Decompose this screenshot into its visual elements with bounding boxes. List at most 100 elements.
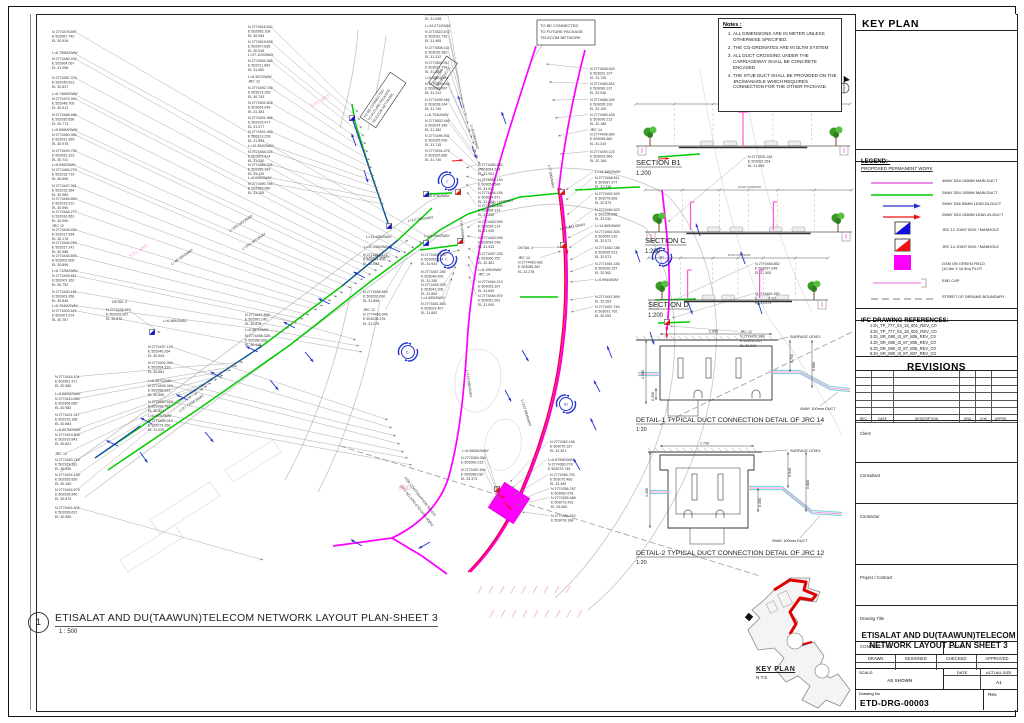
svg-text:L=8.607M2WAY: L=8.607M2WAY [55,428,81,432]
coord-label: DETAIL 1 [518,246,561,250]
svg-text:E 502926.957: E 502926.957 [106,313,128,317]
svg-text:E 502917.141: E 502917.141 [52,246,74,250]
svg-text:E 502903.956: E 502903.956 [52,295,74,299]
svg-text:EL 30.821: EL 30.821 [148,409,164,413]
svg-text:N 2774445.450: N 2774445.450 [52,228,77,232]
contractor-block: Contractor [856,504,1017,565]
svg-text:N 2774462.923: N 2774462.923 [148,400,173,404]
svg-text:E 503092.264: E 503092.264 [748,160,770,164]
svg-text:N 2774483.682: N 2774483.682 [478,163,503,167]
svg-text:N 2774418.101: N 2774418.101 [55,375,80,379]
svg-text:JRC 12: JRC 12 [248,80,260,84]
svg-text:N 2774491.966: N 2774491.966 [248,116,273,120]
svg-text:N 2774419.808: N 2774419.808 [55,433,80,437]
svg-text:EL 31.579: EL 31.579 [755,301,771,305]
svg-text:L=4.495/2WAY: L=4.495/2WAY [421,296,445,300]
svg-text:L=104.262/2WAY: L=104.262/2WAY [241,232,267,251]
coord-label: L=10.354/2WAY [248,144,377,183]
svg-text:L=35.561/2WAY: L=35.561/2WAY [559,222,586,231]
svg-text:JRC 14: JRC 14 [518,256,530,260]
svg-text:EL 30.896: EL 30.896 [52,263,68,267]
svg-text:EL 30.504: EL 30.504 [148,354,164,358]
legend-item: 2WAY D54 100MM MAIN DUCT [856,189,1017,200]
key-plan-title: KEY PLAN [862,18,919,30]
svg-text:E 502965.108: E 502965.108 [248,30,270,34]
svg-text:N 2774463.599: N 2774463.599 [478,220,503,224]
svg-text:E 503095.213: E 503095.213 [590,118,612,122]
svg-text:N 2774446.277: N 2774446.277 [52,210,77,214]
svg-text:EL 31.250: EL 31.250 [248,159,264,163]
svg-text:E 502907.162: E 502907.162 [52,279,74,283]
project-block: Project / Contract [856,565,1017,606]
coord-label: L=4.495/2WAY [421,271,455,300]
legend-item: 4WAY D54 100MM MAIN DUCT [856,177,1017,188]
svg-text:EL 33.450: EL 33.450 [550,482,566,486]
svg-text:EL 31.338: EL 31.338 [595,185,611,189]
coord-label: L=6.696M2WAY [52,128,378,272]
svg-text:EL 30.948: EL 30.948 [245,343,261,347]
svg-text:N 2774594.365: N 2774594.365 [248,59,273,63]
viewport-title: 1 ETISALAT AND DU(TAAWUN)TELECOM NETWORK… [28,612,438,635]
svg-text:EL 30.980: EL 30.980 [52,193,68,197]
svg-text:EL 31.465: EL 31.465 [425,39,441,43]
key-plan-area [856,31,1017,150]
svg-text:EL 31.383: EL 31.383 [248,110,264,114]
svg-text:EL 33.278: EL 33.278 [518,270,534,274]
svg-text:N 2774349.842: N 2774349.842 [551,514,576,518]
svg-text:E 503048.206: E 503048.206 [421,275,443,279]
svg-text:EL 30.752: EL 30.752 [52,283,68,287]
ifc-ref: 1.DI_TP_777_03_18_001_REV_C0 [870,323,937,328]
svg-text:EL 32.046: EL 32.046 [590,91,606,95]
svg-text:EL 30.661: EL 30.661 [148,370,164,374]
svg-text:E 502983.080: E 502983.080 [248,187,270,191]
svg-text:N 2774465.273: N 2774465.273 [52,168,77,172]
svg-text:EL 30.945: EL 30.945 [55,467,71,471]
svg-text:N 2774364.354: N 2774364.354 [461,456,486,460]
svg-text:ROAD CORRIDOR: ROAD CORRIDOR [728,253,750,257]
svg-text:N 2774436.815: N 2774436.815 [106,308,131,312]
svg-text:L=34.271/2WAY: L=34.271/2WAY [425,24,451,28]
svg-text:SURFACE LEVEL: SURFACE LEVEL [790,449,821,453]
svg-text:N 2774493.123: N 2774493.123 [590,150,615,154]
svg-text:EL 30.743: EL 30.743 [248,95,264,99]
coord-label: L=6.467/2WAY [148,379,397,437]
svg-text:E 503062.910: E 503062.910 [595,235,617,239]
svg-text:E 503076.626: E 503076.626 [595,197,617,201]
svg-text:STD_HAS: STD_HAS [128,243,149,259]
svg-text:N 2774491.963: N 2774491.963 [248,130,273,134]
svg-text:EL 31.640: EL 31.640 [478,289,494,293]
svg-text:EL 33.562: EL 33.562 [551,505,567,509]
jrc12-box-icon [866,221,938,235]
svg-text:E 502911.854: E 502911.854 [248,64,270,68]
svg-text:L=119.985/4WAY: L=119.985/4WAY [465,370,473,398]
svg-text:N 2774478.897: N 2774478.897 [52,30,77,34]
svg-text:L=14.169/2WAY: L=14.169/2WAY [595,170,621,174]
svg-text:E 502929.381: E 502929.381 [55,463,77,467]
svg-text:N 2774486.349: N 2774486.349 [590,98,615,102]
svg-text:L=15.578/2WAY: L=15.578/2WAY [424,194,450,198]
svg-text:N 2774355.468: N 2774355.468 [551,496,576,500]
svg-text:N 2774454.975: N 2774454.975 [478,294,503,298]
svg-text:EL 31.139: EL 31.139 [248,172,264,176]
svg-text:C: C [445,258,448,262]
svg-text:E 502949.613: E 502949.613 [52,81,74,85]
svg-text:N 2774360.278: N 2774360.278 [548,463,573,467]
svg-text:0.765: 0.765 [790,354,794,363]
